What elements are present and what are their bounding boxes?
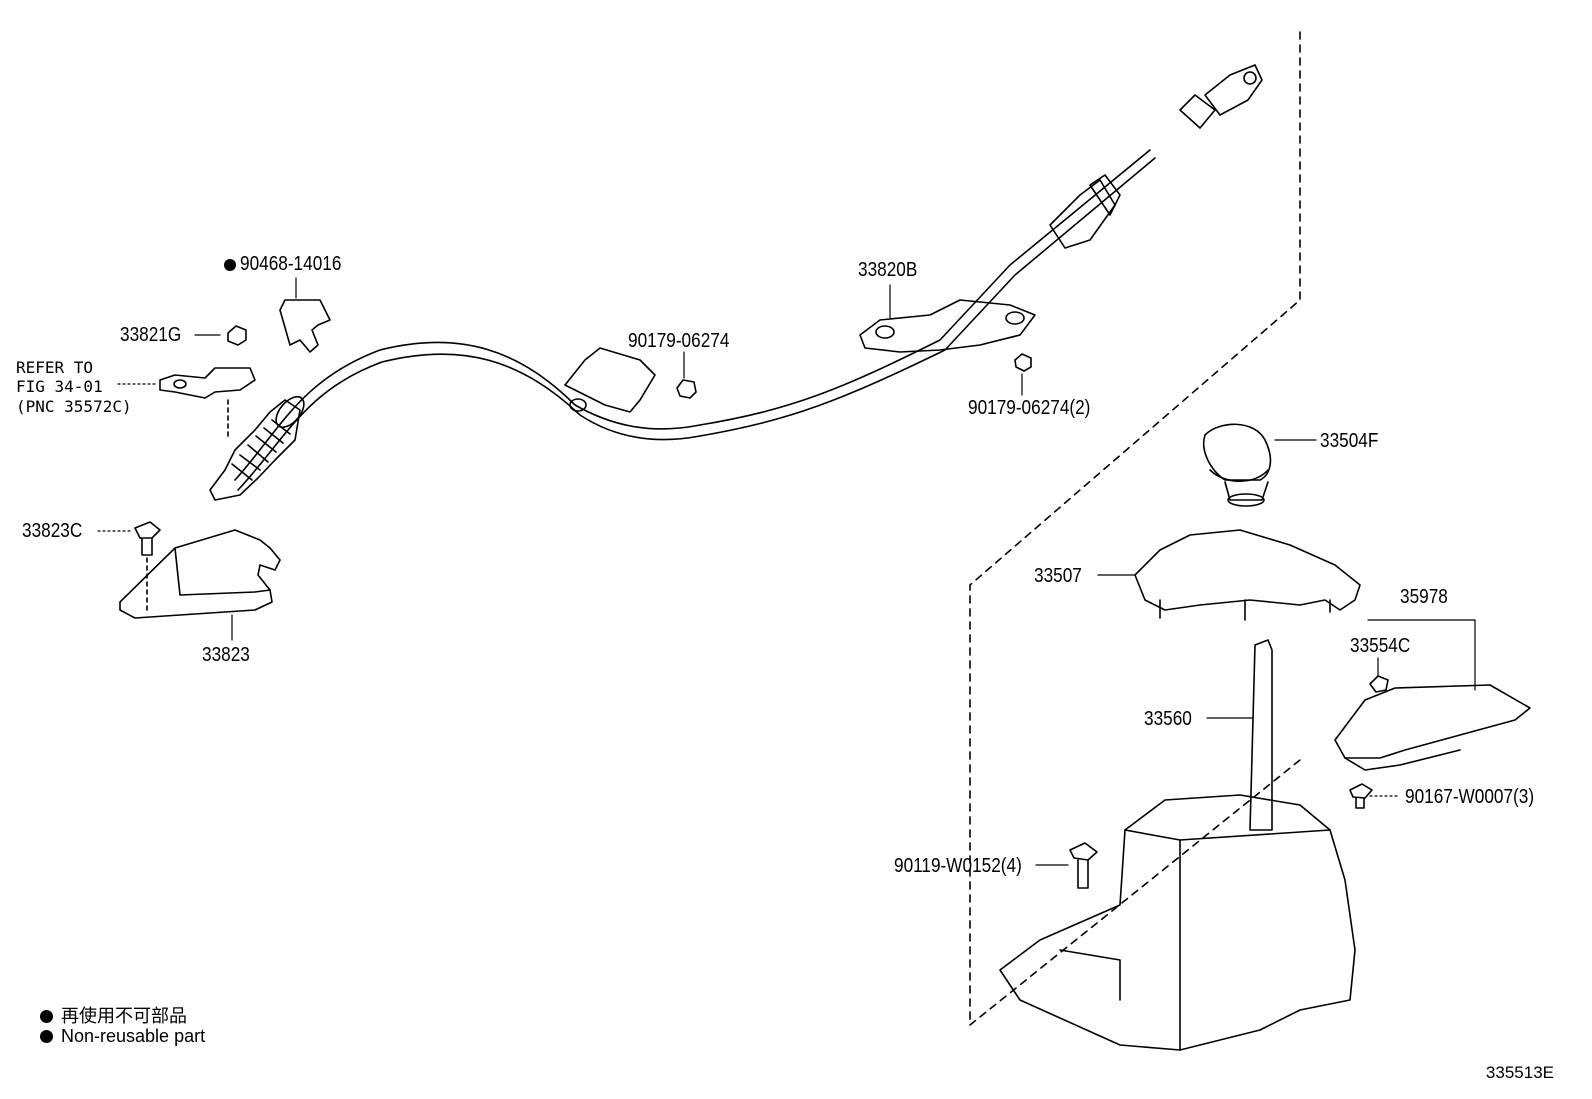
figure-id: 335513E bbox=[1485, 1063, 1554, 1082]
shift-cable-33820b bbox=[209, 64, 1263, 501]
label-90179-06274-2: 90179-06274(2) bbox=[968, 397, 1091, 419]
label-35978: 35978 bbox=[1400, 586, 1448, 608]
label-90119-w0152: 90119-W0152(4) bbox=[894, 855, 1022, 877]
non-reusable-dot-90468 bbox=[224, 259, 236, 271]
label-33820b: 33820B bbox=[858, 259, 918, 281]
bracket-35572c bbox=[159, 367, 256, 399]
shift-knob-33504f bbox=[1203, 423, 1272, 507]
bracket-33823 bbox=[119, 529, 281, 619]
screw-90167 bbox=[1349, 783, 1373, 809]
label-33504f: 33504F bbox=[1320, 430, 1379, 452]
retaining-clip-90468 bbox=[279, 299, 331, 353]
label-33823: 33823 bbox=[202, 644, 250, 666]
leader-lines bbox=[97, 277, 1476, 866]
legend-jp-text: 再使用不可部品 bbox=[61, 1006, 187, 1026]
shift-bezel-33507 bbox=[1134, 529, 1361, 611]
legend-jp: 再使用不可部品 bbox=[40, 1002, 187, 1028]
bullet-icon bbox=[40, 1030, 53, 1043]
label-33560: 33560 bbox=[1144, 708, 1192, 730]
shift-lever-base bbox=[999, 794, 1356, 1051]
nut-33821g bbox=[227, 325, 247, 346]
label-33821g: 33821G bbox=[120, 324, 182, 346]
label-33554c: 33554C bbox=[1350, 635, 1411, 657]
shift-lever-33560 bbox=[1249, 639, 1273, 831]
label-fig-34-01: FIG 34-01 bbox=[16, 377, 103, 396]
screw-90119 bbox=[1069, 842, 1098, 889]
label-pnc-35572c: (PNC 35572C) bbox=[16, 397, 132, 416]
clip-33554c bbox=[1369, 675, 1389, 693]
legend-en: Non-reusable part bbox=[40, 1026, 205, 1047]
label-33823c: 33823C bbox=[22, 520, 83, 542]
bolt-33823c bbox=[134, 521, 161, 556]
label-90179-06274: 90179-06274 bbox=[628, 330, 730, 352]
label-33507: 33507 bbox=[1034, 565, 1082, 587]
indicator-panel-35978 bbox=[1334, 684, 1531, 759]
label-90167-w0007: 90167-W0007(3) bbox=[1405, 786, 1535, 808]
bullet-icon bbox=[40, 1010, 53, 1023]
legend-en-text: Non-reusable part bbox=[61, 1026, 206, 1046]
label-90468-14016: 90468-14016 bbox=[240, 253, 342, 275]
assembly-boundary-dashed bbox=[969, 31, 1301, 1026]
nut-90179-b bbox=[1014, 353, 1032, 372]
nut-90179-a bbox=[676, 379, 697, 399]
label-refer-to: REFER TO bbox=[16, 358, 94, 377]
